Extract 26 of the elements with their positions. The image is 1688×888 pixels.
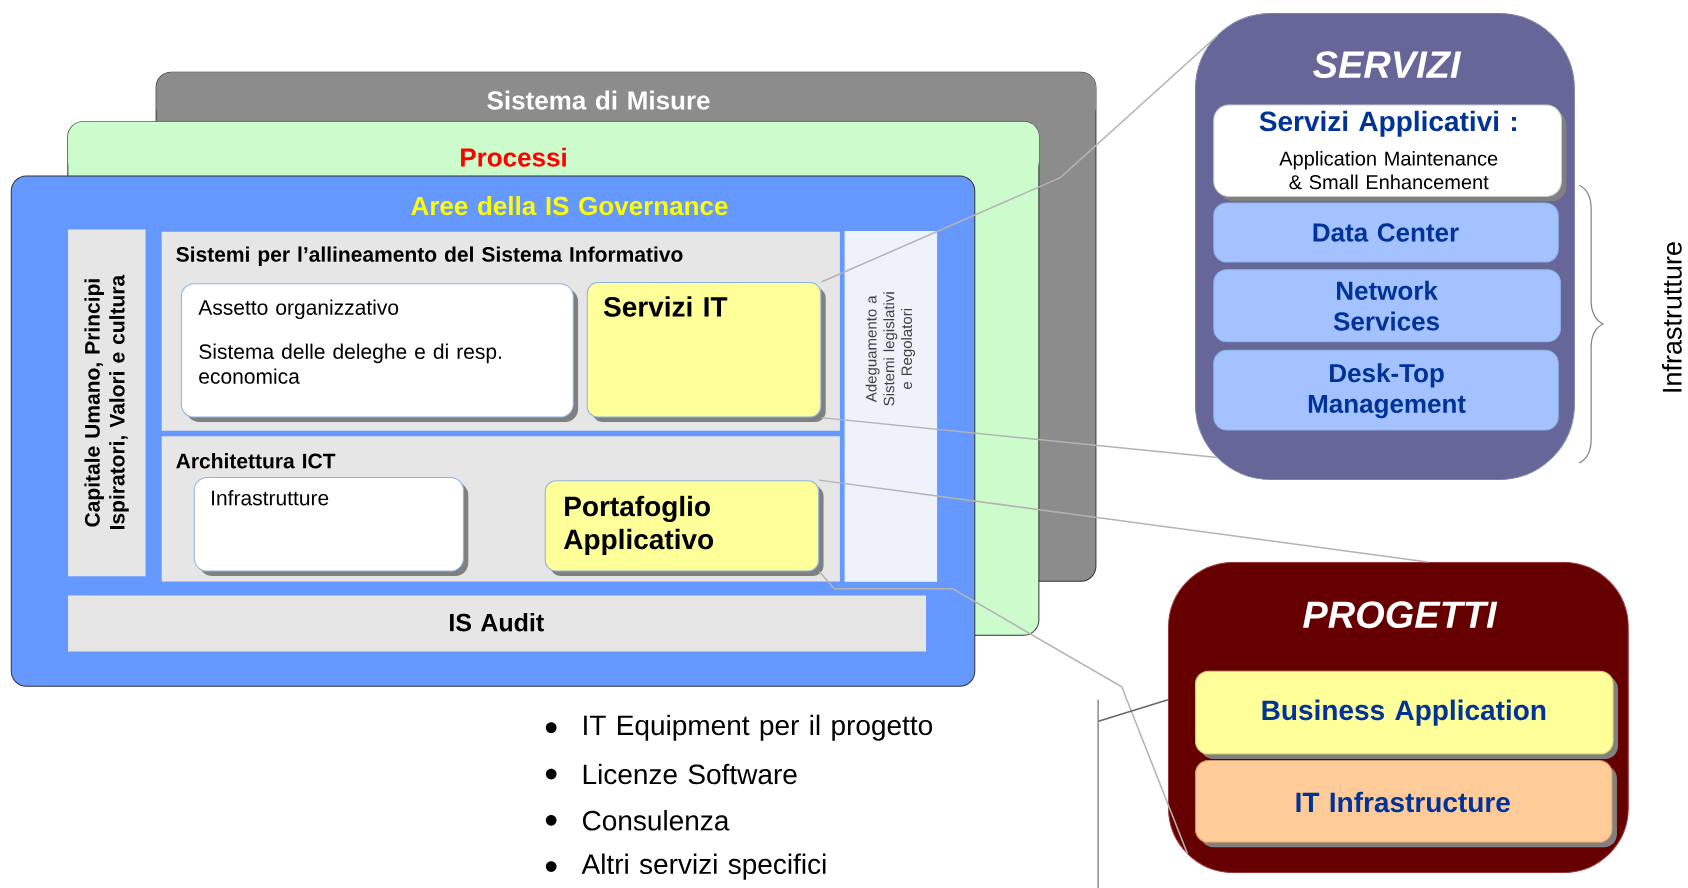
service-box: Desk-Top Management (1213, 349, 1559, 431)
zoom-line (818, 570, 1189, 855)
highlight-box: Portafoglio Applicativo (544, 480, 824, 576)
layer-header: Sistema di Misure (156, 72, 1097, 122)
node-label: Licenze Software (583, 763, 797, 785)
text-box: Assetto organizzativo Sistema delle deleghe e di resp. economica (180, 283, 579, 422)
side-label: Infrastrutture (1661, 242, 1682, 392)
service-box: Data Center (1213, 202, 1559, 263)
leader-line (1097, 698, 1169, 722)
node-label: Altri servizi specifici (581, 853, 826, 880)
section-panel: IS Audit (68, 595, 927, 652)
service-box: Network Services (1213, 269, 1561, 343)
vertical-band: Adeguamento a Sistemi legislativi e Regolatori (845, 277, 937, 416)
text-box: Infrastrutture (193, 476, 469, 576)
bullet-list: IT Equipment per il progetto Licenze Software Consulenza Altri servizi specifici (545, 699, 1099, 888)
node-label: IT Equipment per il progetto (584, 714, 933, 741)
highlight-box: Servizi IT (586, 282, 826, 422)
zoom-line (820, 34, 1219, 283)
node-label: Processi (461, 147, 566, 167)
project-box: IT Infrastructure (1194, 759, 1617, 848)
node-label: Sistema di Misure (487, 90, 710, 110)
service-box: Servizi Applicativi : Application Maintenance & Small Enhancement (1213, 104, 1567, 202)
vertical-band: Capitale Umano, Principi Ispiratori, Valori e cultura (68, 229, 146, 577)
node-label: Consulenza (582, 809, 730, 831)
project-box: Business Application (1194, 670, 1619, 759)
layer-header: Processi (68, 121, 1040, 176)
